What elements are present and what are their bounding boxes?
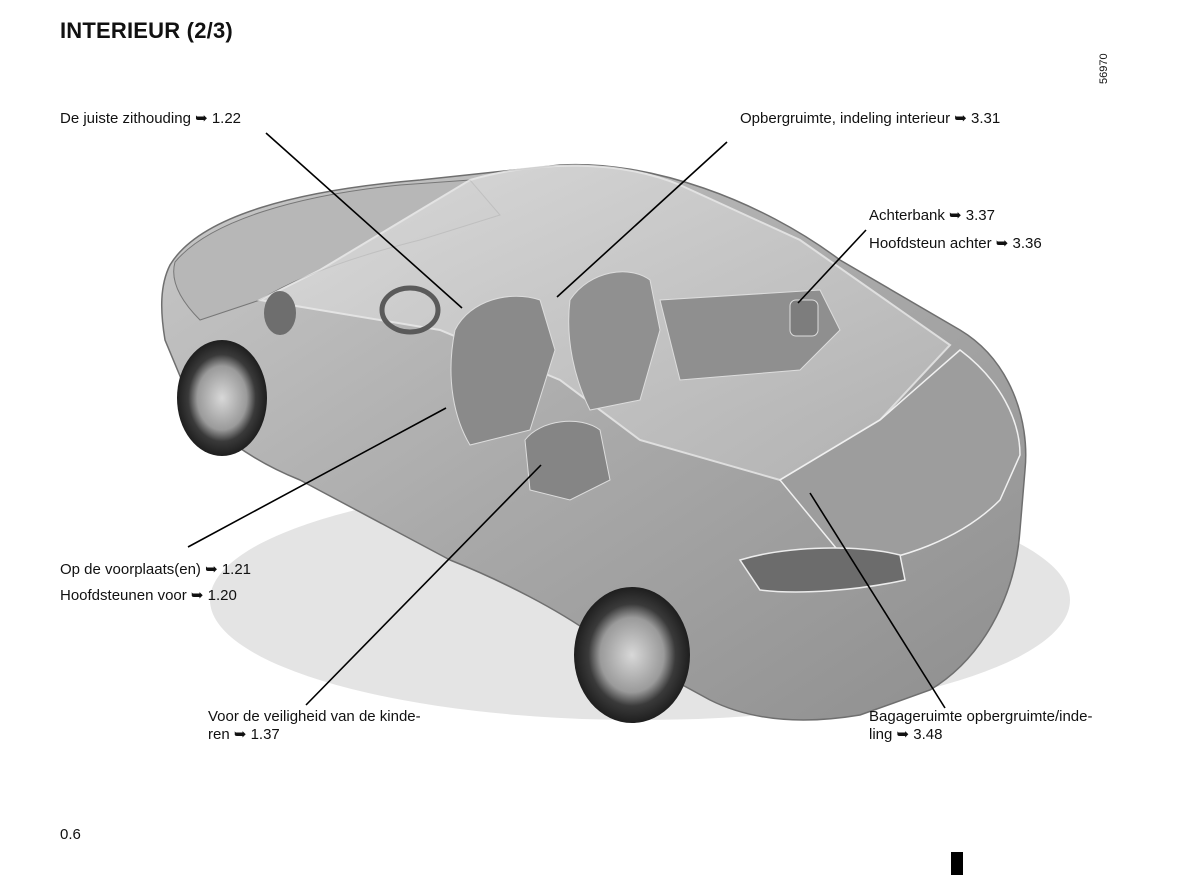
front-wheel	[177, 340, 267, 456]
leader-zithouding	[265, 132, 463, 309]
leader-opbergruimte	[556, 141, 728, 298]
front-seat-2	[568, 271, 661, 411]
callout-kinderen-line2: ren ➥ 1.37	[208, 726, 280, 743]
rear-headrest	[789, 299, 819, 337]
side-mirror	[264, 291, 296, 335]
leader-kinderen	[305, 464, 542, 706]
callout-achterbank: Achterbank ➥ 3.37	[869, 207, 995, 224]
steering-wheel	[379, 285, 441, 335]
page-edge-marker	[951, 852, 963, 875]
child-seat	[524, 420, 611, 501]
callout-hoofdsteun-achter: Hoofdsteun achter ➥ 3.36	[869, 235, 1042, 252]
leader-hoofdsteun-achter	[797, 229, 867, 304]
callout-kinderen-line1: Voor de veiligheid van de kinde-	[208, 708, 421, 725]
page-title: INTERIEUR (2/3)	[60, 18, 233, 43]
callout-opbergruimte: Opbergruimte, indeling interieur ➥ 3.31	[740, 110, 1001, 127]
callout-bagage-line1: Bagageruimte opbergruimte/inde-	[869, 708, 1093, 725]
leader-bagage	[809, 492, 946, 709]
callout-bagage-line2: ling ➥ 3.48	[869, 726, 943, 743]
page-number: 0.6	[60, 826, 81, 843]
front-seat	[450, 295, 556, 446]
leader-voorplaatsen	[187, 407, 447, 548]
rear-wheel	[574, 587, 690, 723]
callout-voorplaatsen: Op de voorplaats(en) ➥ 1.21	[60, 561, 252, 578]
callout-hoofdsteunen-voor: Hoofdsteunen voor ➥ 1.20	[60, 587, 237, 604]
callout-zithouding: De juiste zithouding ➥ 1.22	[60, 110, 242, 127]
rear-light	[738, 547, 906, 593]
